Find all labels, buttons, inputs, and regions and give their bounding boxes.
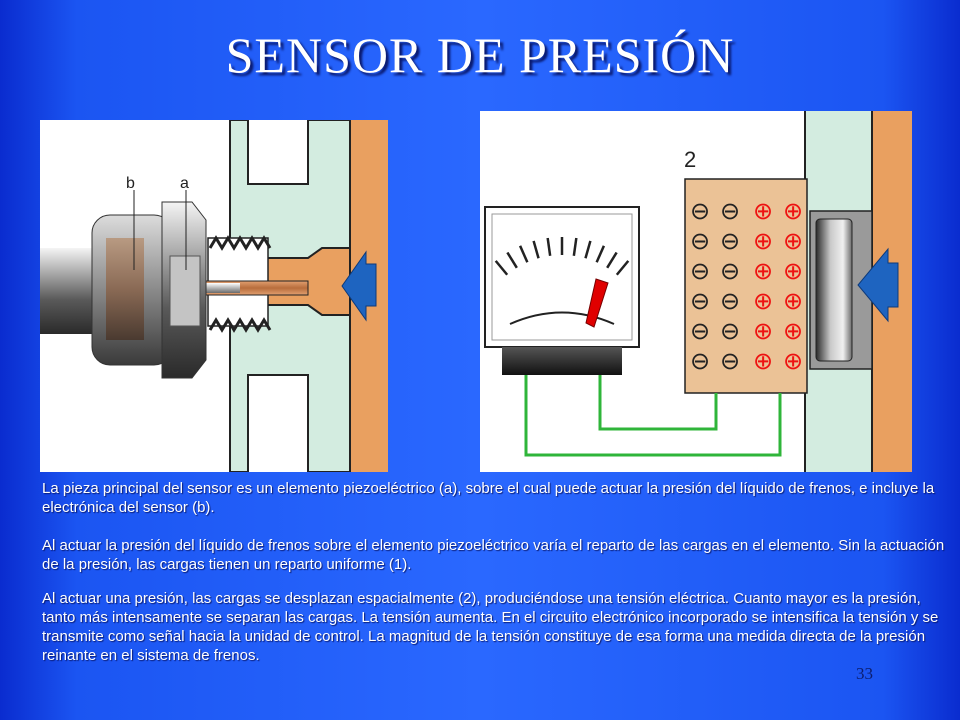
page-number: 33 xyxy=(856,664,873,683)
label-b: b xyxy=(126,175,135,192)
sensor-cutaway-figure: b a xyxy=(40,120,388,472)
label-2: 2 xyxy=(684,147,696,172)
minus-charge-icon: ⊖ xyxy=(690,347,710,375)
meter-tick xyxy=(606,251,618,269)
slide-title: SENSOR DE PRESIÓN xyxy=(225,27,735,83)
piezo-crystal xyxy=(684,178,808,394)
meter-needle xyxy=(585,278,609,328)
pressure-arrow-icon xyxy=(341,250,377,322)
minus-charge-icon: ⊖ xyxy=(690,257,710,285)
bellows-top xyxy=(208,235,272,251)
meter-scale xyxy=(494,237,630,276)
meter-tick xyxy=(546,237,552,256)
caption-paragraph-2: Al actuar la presión del líquido de fren… xyxy=(42,537,945,573)
pressure-plate xyxy=(815,218,853,362)
piezo-element xyxy=(169,255,201,327)
sensor-tube xyxy=(40,248,100,334)
charge-separation-drawing: 2 ⊖⊖⊕⊕⊖⊖⊕⊕⊖⊖⊕⊕⊖⊖⊕⊕⊖⊖⊕⊕⊖⊖⊕⊕ xyxy=(484,111,912,472)
plus-charge-icon: ⊕ xyxy=(783,347,803,375)
charge-separation-figure: 2 ⊖⊖⊕⊕⊖⊖⊕⊕⊖⊖⊕⊕⊖⊖⊕⊕⊖⊖⊕⊕⊖⊖⊕⊕ xyxy=(480,111,912,472)
plus-charge-icon: ⊕ xyxy=(783,317,803,345)
meter-tick xyxy=(518,245,529,263)
plus-charge-icon: ⊕ xyxy=(783,197,803,225)
plus-charge-icon: ⊕ xyxy=(753,257,773,285)
minus-charge-icon: ⊖ xyxy=(720,317,740,345)
label-a: a xyxy=(180,175,189,192)
meter-tick xyxy=(615,260,630,276)
plus-charge-icon: ⊕ xyxy=(753,347,773,375)
minus-charge-icon: ⊖ xyxy=(720,257,740,285)
meter-tick xyxy=(494,260,509,276)
meter-tick xyxy=(572,237,578,256)
minus-charge-icon: ⊖ xyxy=(720,227,740,255)
meter-tick xyxy=(532,240,540,259)
wire-top xyxy=(524,375,782,457)
bellows-bottom xyxy=(208,317,272,333)
minus-charge-icon: ⊖ xyxy=(690,197,710,225)
caption-paragraph-1: La pieza principal del sensor es un elem… xyxy=(42,480,935,516)
plus-charge-icon: ⊕ xyxy=(753,287,773,315)
plus-charge-icon: ⊕ xyxy=(753,227,773,255)
plus-charge-icon: ⊕ xyxy=(753,317,773,345)
plus-charge-icon: ⊕ xyxy=(783,287,803,315)
plus-charge-icon: ⊕ xyxy=(783,257,803,285)
minus-charge-icon: ⊖ xyxy=(690,317,710,345)
pressure-arrow-icon xyxy=(857,247,899,323)
minus-charge-icon: ⊖ xyxy=(690,227,710,255)
meter-tick xyxy=(506,251,518,269)
caption-paragraph-3: Al actuar una presión, las cargas se des… xyxy=(42,590,939,664)
plus-charge-icon: ⊕ xyxy=(783,227,803,255)
voltmeter-base xyxy=(502,347,622,375)
wire-bottom xyxy=(598,375,718,431)
minus-charge-icon: ⊖ xyxy=(720,197,740,225)
minus-charge-icon: ⊖ xyxy=(720,347,740,375)
voltmeter-face xyxy=(484,206,640,348)
minus-charge-icon: ⊖ xyxy=(690,287,710,315)
charge-grid: ⊖⊖⊕⊕⊖⊖⊕⊕⊖⊖⊕⊕⊖⊖⊕⊕⊖⊖⊕⊕⊖⊖⊕⊕ xyxy=(690,197,803,375)
minus-charge-icon: ⊖ xyxy=(720,287,740,315)
sensor-cutaway-drawing: b a xyxy=(40,120,388,472)
meter-tick xyxy=(584,240,592,259)
meter-tick xyxy=(595,245,606,263)
plus-charge-icon: ⊕ xyxy=(753,197,773,225)
electronics-core xyxy=(106,238,144,340)
